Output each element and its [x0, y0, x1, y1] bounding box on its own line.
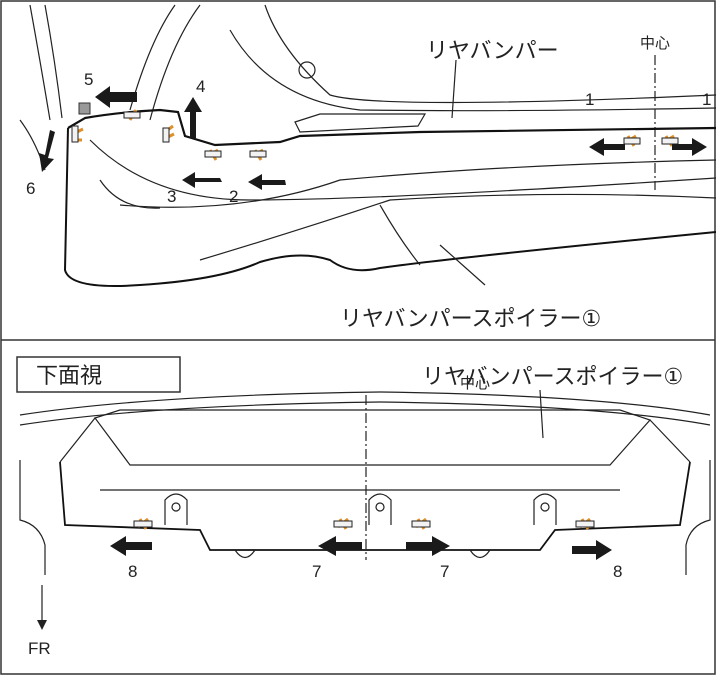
arrow-7-left — [318, 536, 362, 556]
bottom-clips — [137, 517, 591, 530]
arrow-8-right — [572, 540, 612, 560]
tape-icon — [71, 125, 79, 143]
bottom-tapes — [133, 520, 595, 528]
spoiler-sides — [59, 417, 691, 463]
bumper-rim-2 — [19, 401, 711, 426]
tape-icon — [249, 150, 267, 158]
boss-left — [164, 493, 188, 525]
label-spoiler-top: リヤバンパースポイラー① — [340, 307, 601, 332]
bumper-upper-edge-2 — [229, 29, 716, 112]
step-label-7b: 7 — [440, 562, 449, 581]
step-label-4: 4 — [196, 77, 205, 96]
tape-icon — [411, 520, 431, 528]
arrow-3-left — [182, 172, 222, 188]
bolt-hole — [298, 61, 316, 79]
tape-icon — [623, 137, 641, 145]
tailgate-line-1 — [29, 4, 51, 121]
boss-hole-center — [375, 502, 385, 512]
body-curve-2 — [149, 4, 201, 121]
tape-icon — [575, 520, 595, 528]
step-label-1a: 1 — [585, 90, 594, 109]
arrow-6-down — [39, 130, 55, 172]
bumper-rim-1 — [19, 391, 711, 416]
bottom-step-labels: 8 7 7 8 — [128, 562, 622, 581]
step-label-8b: 8 — [613, 562, 622, 581]
spoiler-lower-body — [59, 461, 691, 551]
tab-left — [234, 549, 256, 559]
fr-arrow: FR — [28, 585, 51, 658]
step-label-2: 2 — [229, 187, 238, 206]
label-center-top: 中心 — [640, 34, 670, 52]
tape-icon — [133, 520, 153, 528]
corner-contour — [99, 179, 161, 209]
boss-right — [533, 493, 557, 525]
boss-hole-left — [171, 502, 181, 512]
tape-icon — [204, 150, 222, 158]
spoiler-contour-2 — [119, 159, 716, 208]
leader-spoiler — [439, 244, 486, 286]
arrow-4-up — [184, 97, 202, 138]
step-label-7a: 7 — [312, 562, 321, 581]
fr-label: FR — [28, 639, 51, 658]
top-tapes — [71, 111, 679, 158]
tape-icon — [333, 520, 353, 528]
step-label-3: 3 — [167, 187, 176, 206]
step-label-8a: 8 — [128, 562, 137, 581]
fr-arrow-head — [37, 620, 47, 630]
arrow-8-left — [110, 536, 152, 556]
tape-icon — [123, 111, 141, 119]
spoiler-contour-1 — [89, 139, 716, 201]
left-flange — [19, 460, 46, 575]
arrow-7-right — [406, 536, 450, 556]
arrow-5-left — [95, 86, 137, 108]
bottom-panel — [19, 389, 711, 575]
bumper-upper-edge — [264, 4, 716, 104]
right-flange — [685, 460, 711, 575]
label-spoiler-bottom: リヤバンパースポイラー① — [422, 365, 683, 390]
leader-bumper — [451, 59, 457, 119]
tailgate-line-2 — [44, 4, 63, 119]
spoiler-top-face — [94, 409, 652, 466]
label-rear-bumper: リヤバンパー — [426, 39, 559, 64]
bumper-parting-line — [67, 108, 716, 147]
spoiler-contour-3 — [199, 193, 716, 261]
arrow-1-left — [589, 138, 625, 156]
arrow-2-left — [248, 174, 286, 190]
boss-center — [368, 493, 392, 525]
spoiler-contour-4 — [379, 204, 421, 266]
leader-spoiler-bottom — [539, 389, 544, 439]
spoiler-outline — [63, 127, 716, 287]
step-label-6: 6 — [26, 179, 35, 198]
label-center-bottom: 中心 — [460, 374, 490, 392]
top-arrows — [39, 86, 707, 190]
tape-icon — [162, 127, 170, 143]
reflector-slot — [294, 113, 427, 133]
view-label-box — [16, 356, 181, 393]
arrow-1-right — [672, 138, 707, 156]
step-label-1b: 1 — [702, 90, 711, 109]
view-label: 下面視 — [36, 364, 102, 389]
tab-right — [469, 549, 491, 559]
top-step-labels: 1 1 2 3 4 5 6 — [26, 70, 711, 206]
tape-icon — [661, 137, 679, 145]
corner-block — [78, 102, 91, 115]
bottom-arrows — [110, 536, 612, 560]
boss-hole-right — [540, 502, 550, 512]
step-label-5: 5 — [84, 70, 93, 89]
